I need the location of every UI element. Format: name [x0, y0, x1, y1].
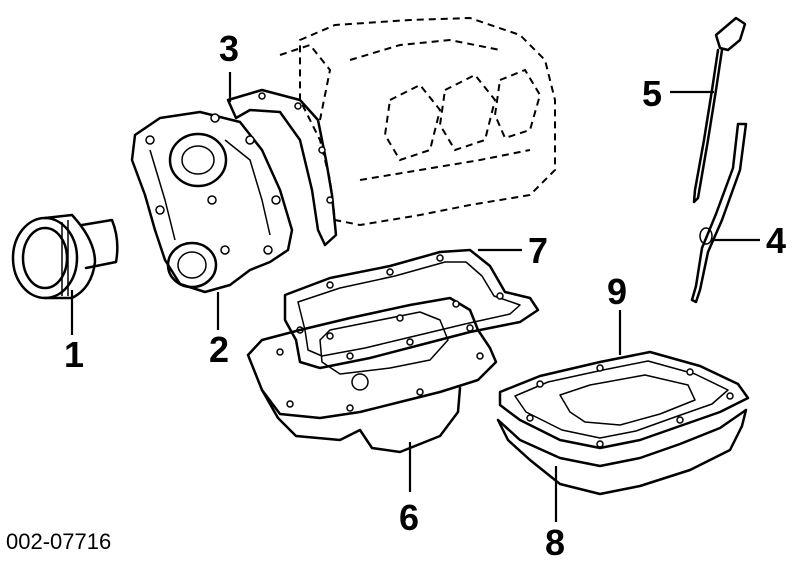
- oil-pan-gasket-rear: [498, 350, 750, 450]
- oil-pan: [246, 296, 498, 454]
- callout-1: 1: [64, 334, 84, 375]
- callout-6: 6: [399, 497, 419, 538]
- oil-pan-gasket: [283, 248, 540, 370]
- timing-cover: [130, 110, 294, 294]
- callout-3: 3: [219, 28, 239, 69]
- callout-9: 9: [607, 271, 627, 312]
- callout-2: 2: [209, 329, 229, 370]
- callout-7: 7: [528, 230, 548, 271]
- callout-5: 5: [642, 73, 662, 114]
- oil-pan-rear: [496, 374, 748, 496]
- front-cover-gasket: [226, 88, 338, 247]
- reference-code: 002-07716: [6, 529, 111, 554]
- harmonic-balancer: [11, 213, 119, 300]
- leader-lines: [70, 72, 760, 522]
- dipstick-tube: [690, 122, 748, 304]
- engine-block-outline: [279, 16, 556, 227]
- dipstick: [692, 16, 747, 204]
- callout-4: 4: [766, 220, 786, 261]
- callout-8: 8: [545, 522, 565, 563]
